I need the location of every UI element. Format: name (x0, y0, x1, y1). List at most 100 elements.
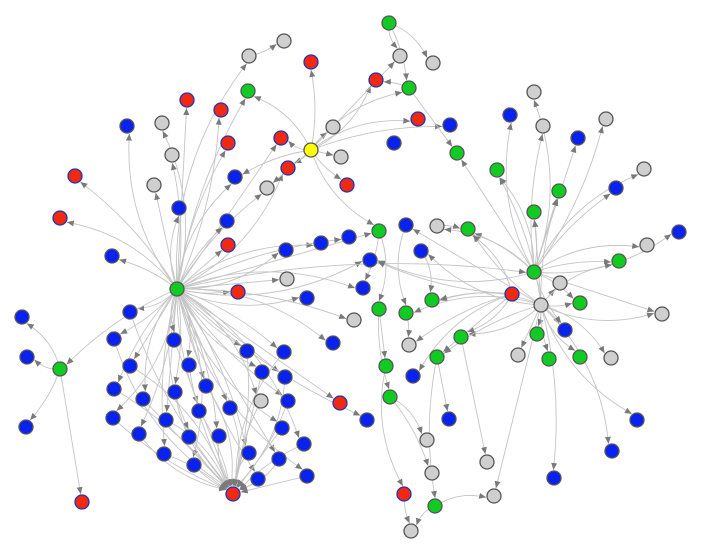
node-gray-g14 (429, 218, 445, 234)
edge-h6-b58 (540, 304, 611, 444)
node-blue-b28 (191, 403, 207, 419)
node-gray-h6 (533, 297, 549, 313)
node-gray-g13 (346, 312, 362, 328)
node-gray-g21 (526, 84, 542, 100)
node-green-gr9 (424, 292, 440, 308)
node-gray-g16 (419, 432, 435, 448)
edge-h1-gr6 (176, 232, 372, 290)
node-red-r10 (230, 284, 246, 300)
node-blue-b59 (546, 470, 562, 486)
node-gray-g10 (392, 48, 408, 64)
node-green-gr11 (429, 349, 445, 365)
edge-h6-gr8 (473, 234, 542, 306)
edge-gr11-b51 (436, 356, 450, 412)
edge-b21-h2 (138, 433, 227, 492)
node-gray-g28 (510, 347, 526, 363)
edge-h4-g24 (533, 174, 639, 273)
edge-h1-b29 (168, 288, 189, 430)
edge-h1-b40 (176, 288, 248, 446)
node-red-r1 (303, 54, 319, 70)
node-gray-g9 (333, 149, 349, 165)
edge-h6-gr12 (468, 304, 542, 338)
edge-h6-gr19 (540, 262, 613, 306)
node-blue-b31 (211, 428, 227, 444)
node-gray-g4 (164, 147, 180, 163)
node-blue-b22 (158, 412, 174, 428)
node-red-r6 (280, 160, 296, 176)
node-green-h1 (169, 281, 185, 297)
node-blue-b2 (227, 169, 243, 185)
edge-h5-b46 (377, 261, 513, 295)
node-gray-g8 (325, 119, 341, 135)
node-blue-b58 (604, 443, 620, 459)
edge-h1-r6 (176, 173, 284, 290)
edge-h5-gr8 (472, 235, 513, 295)
edge-gr11-gr15 (428, 356, 438, 499)
edge-gr12-g18 (460, 336, 487, 455)
edge-h4-gr16 (499, 177, 535, 273)
node-gray-g11 (425, 55, 441, 71)
node-gray-g3 (154, 115, 170, 131)
edge-b22-h2 (165, 419, 229, 489)
node-green-gr23 (572, 349, 588, 365)
node-blue-b36 (277, 369, 293, 385)
edge-h4-gr4 (460, 159, 535, 273)
edge-h4-g25 (533, 242, 640, 273)
edge-b48-gr10 (397, 224, 407, 306)
node-green-gr3 (381, 15, 397, 31)
edge-b32-h2 (229, 407, 240, 487)
edge-gr7-gr14 (378, 308, 390, 390)
edge-b27-h2 (205, 385, 235, 487)
edge-h3-r13 (310, 117, 411, 151)
edge-h4-g14 (444, 226, 535, 273)
edge-h4-b52 (505, 122, 535, 273)
edge-h5-b50 (418, 293, 513, 372)
edge-h4-b54 (533, 193, 611, 273)
edge-h3-gr6 (310, 149, 375, 226)
edge-h6-gr18 (532, 219, 542, 306)
node-blue-b26 (167, 384, 183, 400)
edge-b16-h2 (113, 338, 229, 489)
node-red-r9 (220, 237, 236, 253)
node-gray-g6 (146, 177, 162, 193)
node-blue-b7 (313, 235, 329, 251)
node-red-h5 (504, 286, 520, 302)
node-green-gr18 (526, 204, 542, 220)
edge-h3-gr1 (253, 96, 312, 151)
node-blue-b47 (355, 280, 371, 296)
node-green-gr2 (401, 80, 417, 96)
node-red-r16 (396, 486, 412, 502)
edge-h6-gr17 (540, 198, 559, 306)
edge-b26-h2 (174, 391, 230, 488)
edge-gr14-g17 (389, 396, 429, 467)
node-blue-b18 (106, 381, 122, 397)
edge-gr5-r14 (59, 368, 83, 495)
node-blue-b46 (362, 252, 378, 268)
node-blue-b44 (325, 335, 341, 351)
node-green-gr12 (453, 329, 469, 345)
node-blue-b43 (299, 468, 315, 484)
node-green-gr13 (378, 358, 394, 374)
node-blue-b24 (166, 332, 182, 348)
node-green-gr20 (572, 295, 588, 311)
node-gray-g5 (259, 180, 275, 196)
edge-gr13-r16 (380, 365, 404, 487)
node-green-gr22 (541, 351, 557, 367)
node-green-gr6 (371, 223, 387, 239)
edge-h1-r3 (176, 117, 222, 290)
node-blue-b52 (502, 107, 518, 123)
node-red-r12 (368, 72, 384, 88)
node-blue-b50 (405, 368, 421, 384)
node-blue-b40 (241, 445, 257, 461)
node-red-r5 (273, 130, 289, 146)
edge-h3-r1 (309, 69, 316, 151)
node-red-r14 (74, 494, 90, 510)
edge-h1-b34 (176, 288, 257, 367)
edge-h1-b41 (176, 288, 276, 453)
node-gray-g20 (403, 523, 419, 539)
edge-h6-g29 (540, 304, 606, 354)
edge-h4-gr19 (533, 258, 612, 273)
node-blue-b32 (222, 400, 238, 416)
edge-h4-g27 (533, 271, 655, 313)
edge-b15-h2 (129, 311, 230, 488)
